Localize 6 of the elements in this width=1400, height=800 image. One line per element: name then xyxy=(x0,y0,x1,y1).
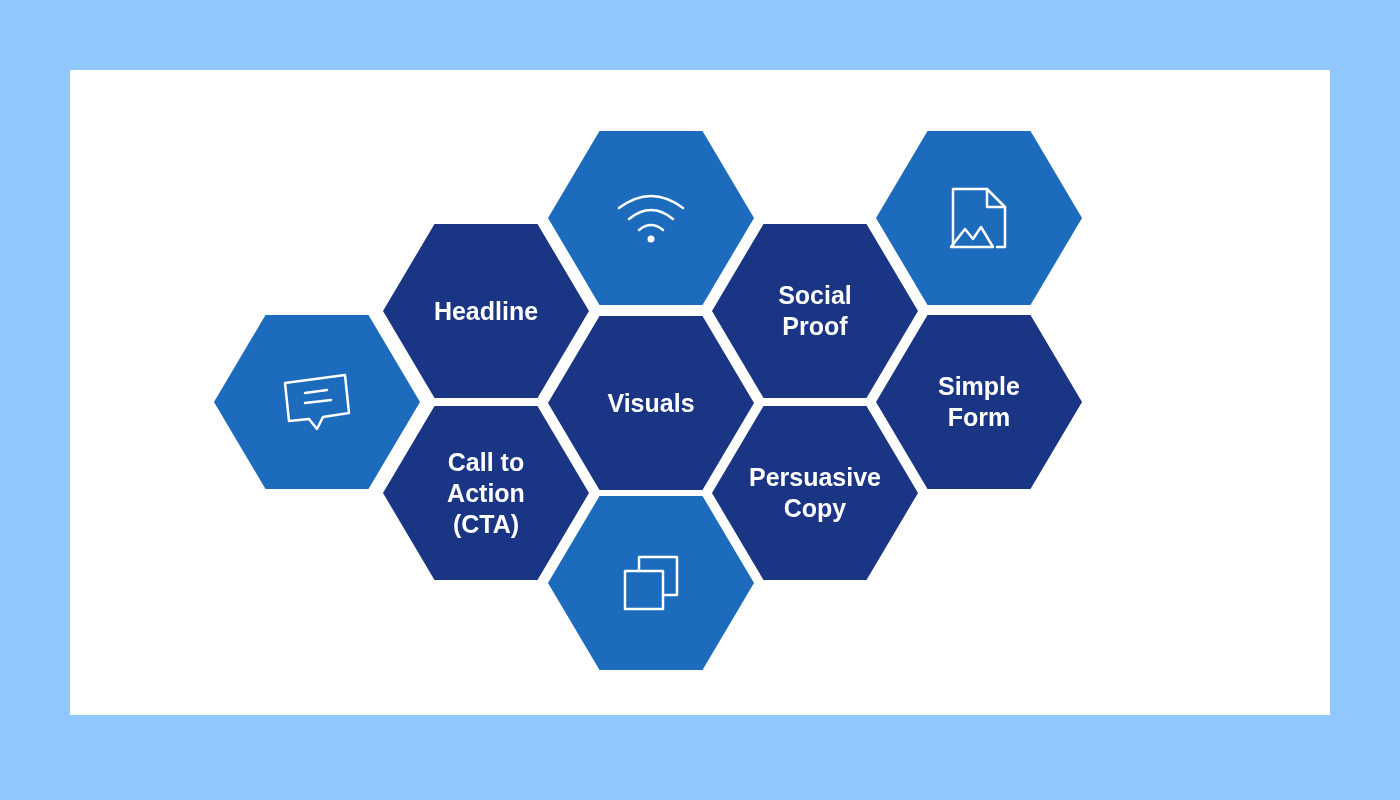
tile-label: Simple Form xyxy=(937,371,1021,433)
tile-label: Call to Action (CTA) xyxy=(446,446,526,540)
tile-label: Visuals xyxy=(607,387,695,419)
tile-label: Social Proof xyxy=(777,280,853,342)
tile-label: Headline xyxy=(433,295,539,327)
tile-label: Persuasive Copy xyxy=(747,462,882,524)
